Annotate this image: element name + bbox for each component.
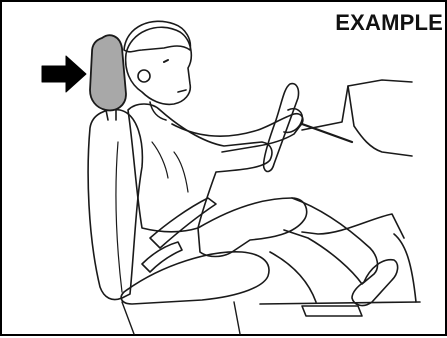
dashboard-face (348, 86, 412, 156)
driver-eye (164, 60, 168, 62)
seat-cushion (121, 252, 269, 304)
dashboard-upper (302, 80, 412, 130)
seat-back-seam (116, 142, 122, 292)
headrest (90, 35, 126, 110)
seat-back (88, 110, 142, 300)
floor-line (260, 302, 420, 304)
driver-hair (124, 21, 190, 51)
second-leg (270, 252, 316, 302)
seat-base (122, 302, 240, 334)
driver-shin (284, 198, 377, 284)
driver-torso (128, 104, 272, 232)
driver-thigh (198, 198, 307, 257)
steering-wheel (264, 84, 299, 172)
driver-arm (172, 114, 303, 152)
shirt-detail-2 (174, 152, 188, 192)
driver-mouth (178, 90, 186, 92)
driver-head (126, 27, 192, 104)
shirt-detail (152, 142, 168, 178)
steering-column (302, 124, 352, 142)
pointer-arrow-icon (42, 56, 86, 92)
driver-foot (352, 260, 398, 306)
driver-ear (138, 70, 150, 82)
shoe-sole (302, 306, 362, 316)
headrest-post (106, 110, 116, 120)
